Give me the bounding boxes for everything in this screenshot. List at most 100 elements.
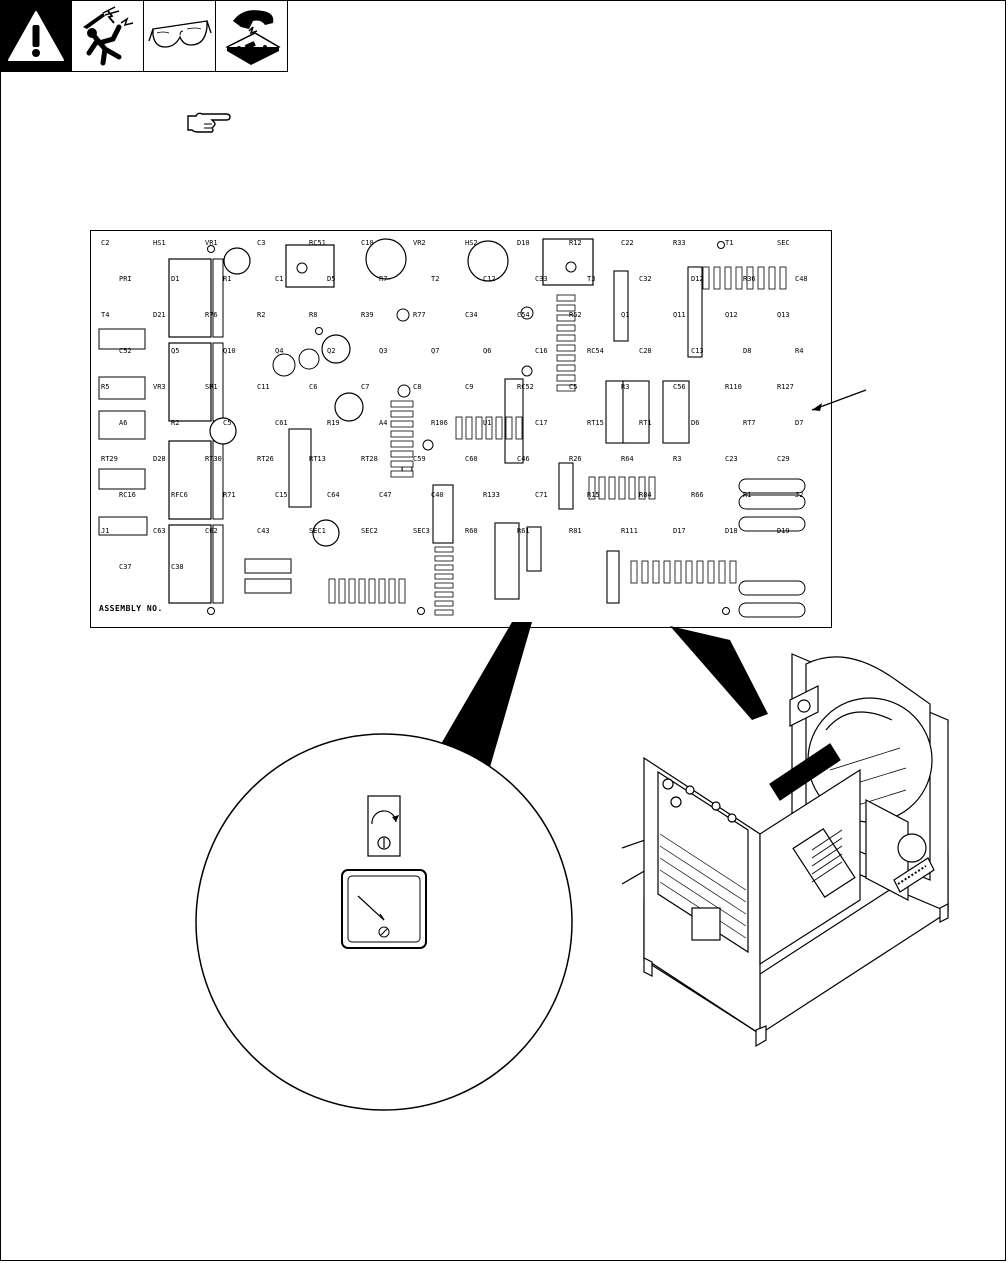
electric-shock-icon	[72, 0, 144, 72]
component-label: R8	[309, 311, 317, 319]
component-label: D18	[725, 527, 738, 535]
capacitor-1	[365, 238, 407, 280]
transistor-0	[272, 353, 296, 377]
cap-block-6	[244, 578, 292, 594]
resistor-g1	[465, 416, 473, 440]
capacitor-2	[467, 240, 509, 282]
mounting-hole-5	[315, 327, 323, 335]
component-label: D28	[153, 455, 166, 463]
capacitor-6	[312, 519, 340, 547]
warning-icon	[0, 0, 72, 72]
component-label: A6	[119, 419, 127, 427]
resistor-d2	[724, 266, 732, 290]
component-label: SEC1	[309, 527, 326, 535]
component-label: Q2	[327, 347, 335, 355]
component-label: D17	[673, 527, 686, 535]
resistor-d7	[779, 266, 787, 290]
component-label: R60	[465, 527, 478, 535]
resistor-b3	[434, 573, 454, 580]
component-label: Q1	[621, 311, 629, 319]
component-label: RC52	[517, 383, 534, 391]
component-label: C47	[379, 491, 392, 499]
component-label: D7	[795, 419, 803, 427]
component-label: R39	[361, 311, 374, 319]
component-label: R71	[223, 491, 236, 499]
resistor-a1	[390, 410, 414, 418]
resistor-h4	[628, 476, 636, 500]
ic-10	[606, 550, 620, 604]
component-label: D19	[777, 527, 790, 535]
resistor-g5	[505, 416, 513, 440]
component-label: T2	[431, 275, 439, 283]
resistor-f7	[398, 578, 406, 604]
transformer-pri-4	[212, 524, 224, 604]
component-label: R84	[639, 491, 652, 499]
resistor-f0	[328, 578, 336, 604]
component-label: C15	[275, 491, 288, 499]
ic-11	[494, 522, 520, 600]
welding-unit-illustration	[643, 653, 949, 1048]
component-label: C63	[153, 527, 166, 535]
component-label: VR1	[205, 239, 218, 247]
ic-0	[288, 428, 312, 508]
component-label: C7	[361, 383, 369, 391]
hazard-symbol-strip	[0, 0, 288, 72]
component-label: R7	[379, 275, 387, 283]
component-label: R15	[587, 491, 600, 499]
transistor-8	[520, 306, 534, 320]
component-label: T3	[587, 275, 595, 283]
component-label: C3	[257, 239, 265, 247]
component-label: Q4	[275, 347, 283, 355]
transistor-7	[396, 308, 410, 322]
resistor-e6	[696, 560, 704, 584]
resistor-c4	[556, 334, 576, 342]
component-label: D12	[691, 275, 704, 283]
component-label: R2	[171, 419, 179, 427]
resistor-g0	[455, 416, 463, 440]
resistor-b2	[434, 564, 454, 571]
static-sensitive-board-icon	[216, 0, 288, 72]
resistor-c9	[556, 384, 576, 392]
heatsink-1	[285, 244, 335, 288]
cap-block-5	[244, 558, 292, 574]
component-label: C12	[483, 275, 496, 283]
resistor-f2	[348, 578, 356, 604]
assembly-number-label: ASSEMBLY NO.	[99, 604, 163, 613]
resistor-a6	[390, 460, 414, 468]
resistor-c1	[556, 304, 576, 312]
transistor-9	[521, 365, 533, 377]
component-label: J1	[101, 527, 109, 535]
component-label: Q5	[171, 347, 179, 355]
component-label: D1	[171, 275, 179, 283]
magnifier-wedge	[434, 622, 532, 774]
resistor-d4	[746, 266, 754, 290]
component-label: R1	[223, 275, 231, 283]
component-label: C29	[777, 455, 790, 463]
resistor-b5	[434, 591, 454, 598]
component-label: Q6	[483, 347, 491, 355]
component-label: R76	[205, 311, 218, 319]
component-label: R52	[569, 311, 582, 319]
potentiometer-icon	[367, 795, 401, 857]
transformer-2	[168, 342, 212, 422]
resistor-f5	[378, 578, 386, 604]
resistor-c7	[556, 364, 576, 372]
component-label: RT1	[639, 419, 652, 427]
component-label: C2	[101, 239, 109, 247]
component-label: Q3	[379, 347, 387, 355]
component-label: D5	[327, 275, 335, 283]
component-label: C43	[257, 527, 270, 535]
component-label: C52	[119, 347, 132, 355]
transistor-1	[298, 348, 320, 370]
component-label: Q11	[673, 311, 686, 319]
component-label: Q10	[223, 347, 236, 355]
connector-pad-1	[738, 494, 806, 510]
resistor-c8	[556, 374, 576, 382]
component-label: RT29	[101, 455, 118, 463]
transistor-3	[397, 384, 411, 398]
resistor-e1	[641, 560, 649, 584]
resistor-f3	[358, 578, 366, 604]
resistor-e7	[707, 560, 715, 584]
heatsink-2-screw	[565, 261, 577, 273]
resistor-c0	[556, 294, 576, 302]
